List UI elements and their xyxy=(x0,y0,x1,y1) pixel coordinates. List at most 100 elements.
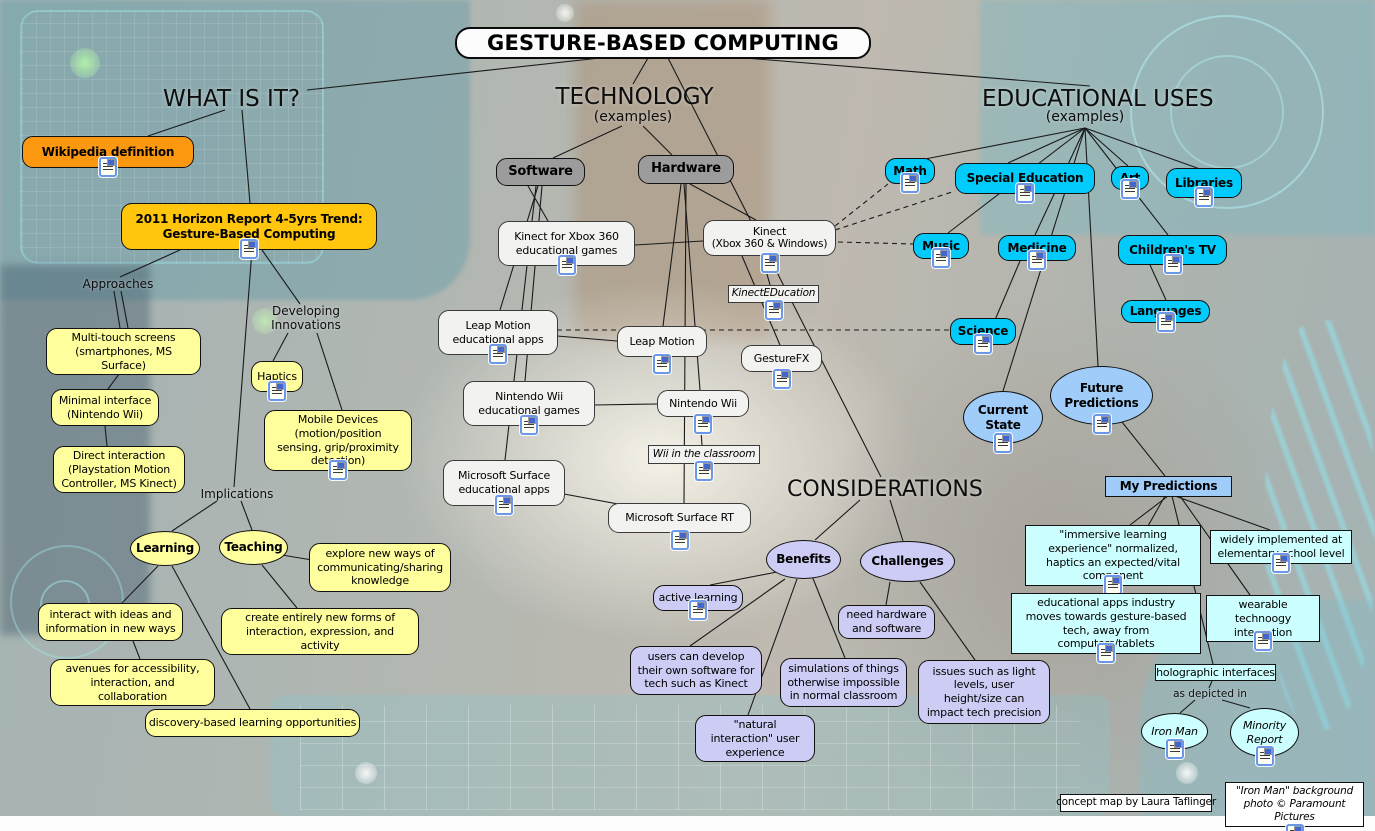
node-learning[interactable]: Learning xyxy=(130,531,200,566)
resource-icon[interactable] xyxy=(495,495,513,515)
resource-icon[interactable] xyxy=(694,414,712,434)
node-horizon-report[interactable]: 2011 Horizon Report 4-5yrs Trend: Gestur… xyxy=(121,203,377,259)
resource-icon[interactable] xyxy=(489,344,507,364)
node-teaching[interactable]: Teaching xyxy=(219,530,288,565)
section-technology-sub[interactable]: (examples) xyxy=(593,109,673,125)
node-challenges[interactable]: Challenges xyxy=(860,541,955,582)
node-holographic[interactable]: holographic interfaces xyxy=(1155,664,1276,681)
resource-icon[interactable] xyxy=(689,600,707,620)
node-kinect[interactable]: Kinect (Xbox 360 & Windows) xyxy=(703,220,836,273)
node-music[interactable]: Music xyxy=(913,233,969,268)
node-need-hw-sw[interactable]: need hardware and software xyxy=(838,605,935,639)
resource-icon[interactable] xyxy=(1163,254,1182,274)
resource-icon[interactable] xyxy=(932,248,950,268)
resource-icon[interactable] xyxy=(772,369,791,389)
node-wii-classroom[interactable]: Wii in the classroom xyxy=(648,445,760,481)
resource-icon[interactable] xyxy=(695,461,713,481)
node-nintendo-wii[interactable]: Nintendo Wii xyxy=(657,390,749,434)
resource-icon[interactable] xyxy=(1016,183,1034,203)
resource-icon[interactable] xyxy=(1272,552,1290,573)
section-educational-uses-sub[interactable]: (examples) xyxy=(1045,109,1125,125)
node-minority-report[interactable]: Minority Report xyxy=(1230,708,1299,766)
node-leap-motion[interactable]: Leap Motion xyxy=(617,326,707,374)
resource-icon[interactable] xyxy=(1165,739,1184,759)
resource-icon[interactable] xyxy=(1255,746,1274,766)
node-create-new-forms[interactable]: create entirely new forms of interaction… xyxy=(221,608,419,656)
node-my-predictions[interactable]: My Predictions xyxy=(1105,476,1232,497)
node-discovery[interactable]: discovery-based learning opportunities xyxy=(145,709,360,737)
node-software[interactable]: Software xyxy=(496,158,585,186)
section-what-is-it[interactable]: WHAT IS IT? xyxy=(163,86,301,112)
node-science[interactable]: Science xyxy=(950,318,1016,354)
resource-icon[interactable] xyxy=(1104,575,1122,595)
resource-icon[interactable] xyxy=(557,255,576,275)
label-implications[interactable]: Implications xyxy=(200,487,274,501)
node-natural-interaction[interactable]: "natural interaction" user experience xyxy=(695,715,815,763)
node-languages[interactable]: Languages xyxy=(1121,300,1210,332)
node-hardware[interactable]: Hardware xyxy=(638,155,734,184)
section-considerations[interactable]: CONSIDERATIONS xyxy=(787,477,983,502)
label-approaches[interactable]: Approaches xyxy=(82,277,154,291)
resource-icon[interactable] xyxy=(1285,824,1304,831)
node-math[interactable]: Math xyxy=(885,158,935,193)
node-wikipedia-definition[interactable]: Wikipedia definition xyxy=(22,136,194,177)
node-wii-games[interactable]: Nintendo Wii educational games xyxy=(463,381,595,435)
node-leap-apps[interactable]: Leap Motion educational apps xyxy=(438,310,558,364)
resource-icon[interactable] xyxy=(1097,643,1115,663)
node-mobile-devices[interactable]: Mobile Devices (motion/position sensing,… xyxy=(264,410,412,480)
resource-icon[interactable] xyxy=(1028,250,1046,270)
node-multi-touch-screens[interactable]: Multi-touch screens (smartphones, MS Sur… xyxy=(46,328,201,376)
label-developing-innovations[interactable]: Developing Innovations xyxy=(271,304,341,332)
node-gesturefx[interactable]: GestureFX xyxy=(741,345,822,389)
resource-icon[interactable] xyxy=(99,157,117,177)
node-childrens-tv[interactable]: Children's TV xyxy=(1118,235,1227,274)
node-surface-rt[interactable]: Microsoft Surface RT xyxy=(608,503,751,550)
node-minimal-interface[interactable]: Minimal interface (Nintendo Wii) xyxy=(51,389,159,426)
section-educational-uses[interactable]: EDUCATIONAL USES xyxy=(982,86,1214,112)
resource-icon[interactable] xyxy=(764,300,783,320)
resource-icon[interactable] xyxy=(760,253,779,273)
node-special-education[interactable]: Special Education xyxy=(955,163,1095,203)
node-explore-new-ways[interactable]: explore new ways of communicating/sharin… xyxy=(309,543,451,592)
node-future-predictions[interactable]: Future Predictions xyxy=(1050,366,1153,434)
label-as-depicted-in[interactable]: as depicted in xyxy=(1173,688,1247,700)
node-kinect-games[interactable]: Kinect for Xbox 360 educational games xyxy=(498,221,635,275)
node-avenues[interactable]: avenues for accessibility, interaction, … xyxy=(50,659,215,707)
resource-icon[interactable] xyxy=(240,239,258,259)
node-users-develop[interactable]: users can develop their own software for… xyxy=(630,646,762,695)
node-medicine[interactable]: Medicine xyxy=(998,235,1076,270)
node-art[interactable]: Art xyxy=(1111,166,1149,199)
node-surface-apps[interactable]: Microsoft Surface educational apps xyxy=(443,460,565,515)
section-technology[interactable]: TECHNOLOGY xyxy=(555,84,714,110)
node-libraries[interactable]: Libraries xyxy=(1166,168,1242,207)
resource-icon[interactable] xyxy=(974,334,992,354)
resource-icon[interactable] xyxy=(520,415,538,435)
node-kinect-education[interactable]: KinectEDucation xyxy=(728,285,819,320)
node-iron-man[interactable]: Iron Man xyxy=(1141,713,1208,759)
resource-icon[interactable] xyxy=(268,381,286,401)
node-simulations[interactable]: simulations of things otherwise impossib… xyxy=(780,658,907,707)
node-wearable[interactable]: wearable technoogy integration xyxy=(1206,595,1320,652)
node-direct-interaction[interactable]: Direct interaction (Playstation Motion C… xyxy=(53,446,185,494)
node-immersive[interactable]: "immersive learning experience" normaliz… xyxy=(1025,525,1201,595)
node-issues-light[interactable]: issues such as light levels, user height… xyxy=(918,660,1050,724)
resource-icon[interactable] xyxy=(1121,179,1139,199)
node-widely-implemented[interactable]: widely implemented at elementary school … xyxy=(1210,530,1352,573)
node-current-state[interactable]: Current State xyxy=(963,391,1043,453)
node-benefits[interactable]: Benefits xyxy=(766,540,841,579)
resource-icon[interactable] xyxy=(1156,312,1175,332)
resource-icon[interactable] xyxy=(670,530,689,550)
node-edu-apps-industry[interactable]: educational apps industry moves towards … xyxy=(1011,593,1201,663)
resource-icon[interactable] xyxy=(1195,187,1213,207)
resource-icon[interactable] xyxy=(994,433,1012,453)
map-title[interactable]: GESTURE-BASED COMPUTING xyxy=(455,27,871,59)
node-active-learning[interactable]: active learning xyxy=(653,585,743,620)
resource-icon[interactable] xyxy=(901,173,919,193)
resource-icon[interactable] xyxy=(653,354,671,374)
resource-icon[interactable] xyxy=(1092,414,1111,434)
node-label: Wii in the classroom xyxy=(652,447,756,460)
resource-icon[interactable] xyxy=(329,460,347,480)
node-haptics[interactable]: Haptics xyxy=(251,361,303,401)
resource-icon[interactable] xyxy=(1254,631,1272,652)
node-interact-ideas[interactable]: interact with ideas and information in n… xyxy=(38,603,183,641)
